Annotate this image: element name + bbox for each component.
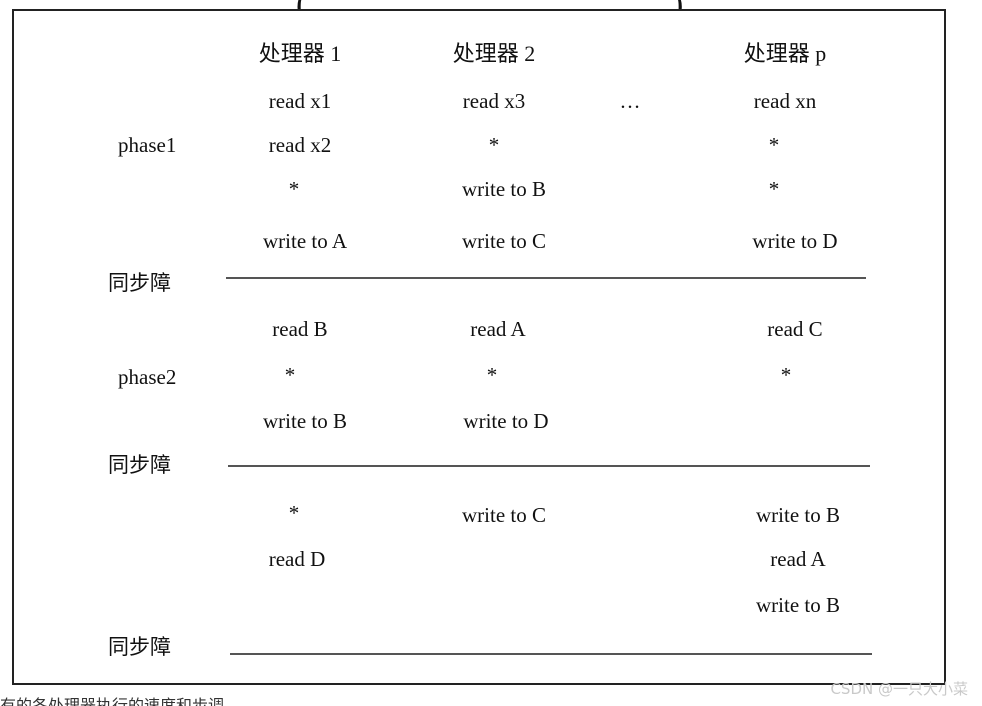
- p1-phase1-op1: read x1: [268, 89, 332, 113]
- pp-phase2-op1: read C: [767, 317, 823, 341]
- phase2-label: phase2: [118, 365, 177, 389]
- p1-phase1-op2: read x2: [268, 133, 332, 157]
- p1-phase2-op2: *: [284, 363, 296, 387]
- pp-phase1-op2: *: [768, 133, 780, 157]
- barrier-1-label: 同步障: [108, 272, 171, 295]
- p2-phase2-op2: *: [486, 363, 498, 387]
- header-processor-2: 处理器 2: [452, 41, 536, 66]
- p2-phase1-op2: *: [488, 133, 500, 157]
- p2-phase3-op1: write to C: [462, 503, 546, 527]
- p1-phase3-op1: *: [288, 501, 300, 525]
- pp-phase1-op4: write to D: [752, 229, 838, 253]
- ellipsis: …: [619, 89, 641, 113]
- header-processor-p: 处理器 p: [743, 41, 827, 66]
- pp-phase2-op2: *: [780, 363, 792, 387]
- phase1-label: phase1: [118, 133, 177, 157]
- pp-phase3-op1: write to B: [756, 503, 840, 527]
- pp-phase3-op3: write to B: [756, 593, 840, 617]
- barrier-1-line: [226, 277, 866, 279]
- barrier-2-label: 同步障: [108, 454, 171, 477]
- p2-phase1-op3: write to B: [462, 177, 546, 201]
- p1-phase1-op3: *: [288, 177, 300, 201]
- p1-phase1-op4: write to A: [263, 229, 347, 253]
- diagram-frame: 处理器 1 处理器 2 处理器 p read x1 read x3 … read…: [12, 9, 946, 685]
- pp-phase1-op3: *: [768, 177, 780, 201]
- csdn-watermark: CSDN @一只大小菜: [830, 680, 968, 698]
- cut-off-caption: 有的各处理器执行的速度和步调: [0, 696, 225, 706]
- p1-phase2-op1: read B: [272, 317, 328, 341]
- header-processor-1: 处理器 1: [258, 41, 342, 66]
- p2-phase2-op3: write to D: [463, 409, 549, 433]
- pp-phase3-op2: read A: [770, 547, 826, 571]
- p1-phase2-op3: write to B: [263, 409, 347, 433]
- p2-phase1-op4: write to C: [462, 229, 546, 253]
- pp-phase1-op1: read xn: [753, 89, 817, 113]
- barrier-2-line: [228, 465, 870, 467]
- barrier-3-line: [230, 653, 872, 655]
- p2-phase1-op1: read x3: [462, 89, 526, 113]
- barrier-3-label: 同步障: [108, 636, 171, 659]
- p2-phase2-op1: read A: [470, 317, 526, 341]
- p1-phase3-op2: read D: [268, 547, 326, 571]
